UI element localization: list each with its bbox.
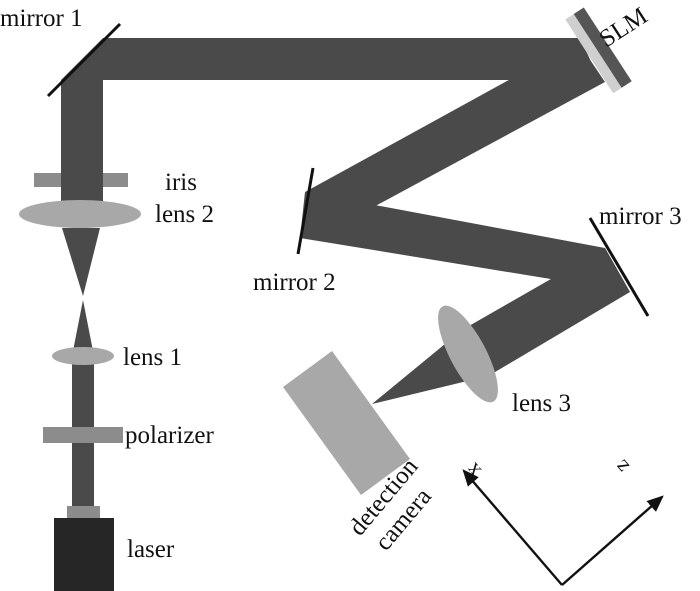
iris-right [103, 173, 128, 187]
beam-mirror1-to-slm [61, 38, 595, 80]
label-laser: laser [127, 536, 175, 563]
beam-mirror3-to-lens3 [462, 248, 630, 375]
beam-lens2-to-mirror1 [61, 80, 103, 210]
beam-mirror2-to-mirror3 [300, 192, 630, 292]
label-mirror-2: mirror 2 [253, 269, 336, 296]
lens-2-shape [19, 200, 141, 228]
lens-1-shape [52, 347, 114, 365]
laser-aperture [67, 506, 100, 519]
laser-body [54, 518, 114, 591]
label-slm: SLM [595, 2, 653, 53]
polarizer-plate [43, 427, 123, 443]
label-lens-3: lens 3 [512, 390, 571, 417]
beam-focus-cone-upper [62, 228, 100, 296]
slm-device [565, 7, 632, 94]
label-mirror-3: mirror 3 [599, 203, 682, 230]
label-x-axis: x [460, 458, 486, 482]
label-polarizer: polarizer [125, 422, 215, 449]
label-lens-2: lens 2 [155, 201, 214, 228]
iris-left [34, 173, 61, 187]
mirror-1-line [46, 22, 122, 98]
beam-focus-cone-lower [72, 300, 94, 356]
label-iris: iris [165, 169, 197, 196]
label-mirror-1: mirror 1 [0, 5, 83, 32]
label-lens-1: lens 1 [123, 344, 182, 371]
mirror-2-line [296, 167, 315, 255]
label-z-axis: z [608, 455, 634, 479]
mirror-3-line [588, 217, 650, 317]
detection-camera-body [283, 351, 410, 495]
z-axis-arrow [561, 495, 664, 586]
beam-slm-to-mirror2 [305, 42, 605, 237]
x-axis-arrow [462, 469, 563, 586]
lens-3-shape [438, 305, 498, 403]
